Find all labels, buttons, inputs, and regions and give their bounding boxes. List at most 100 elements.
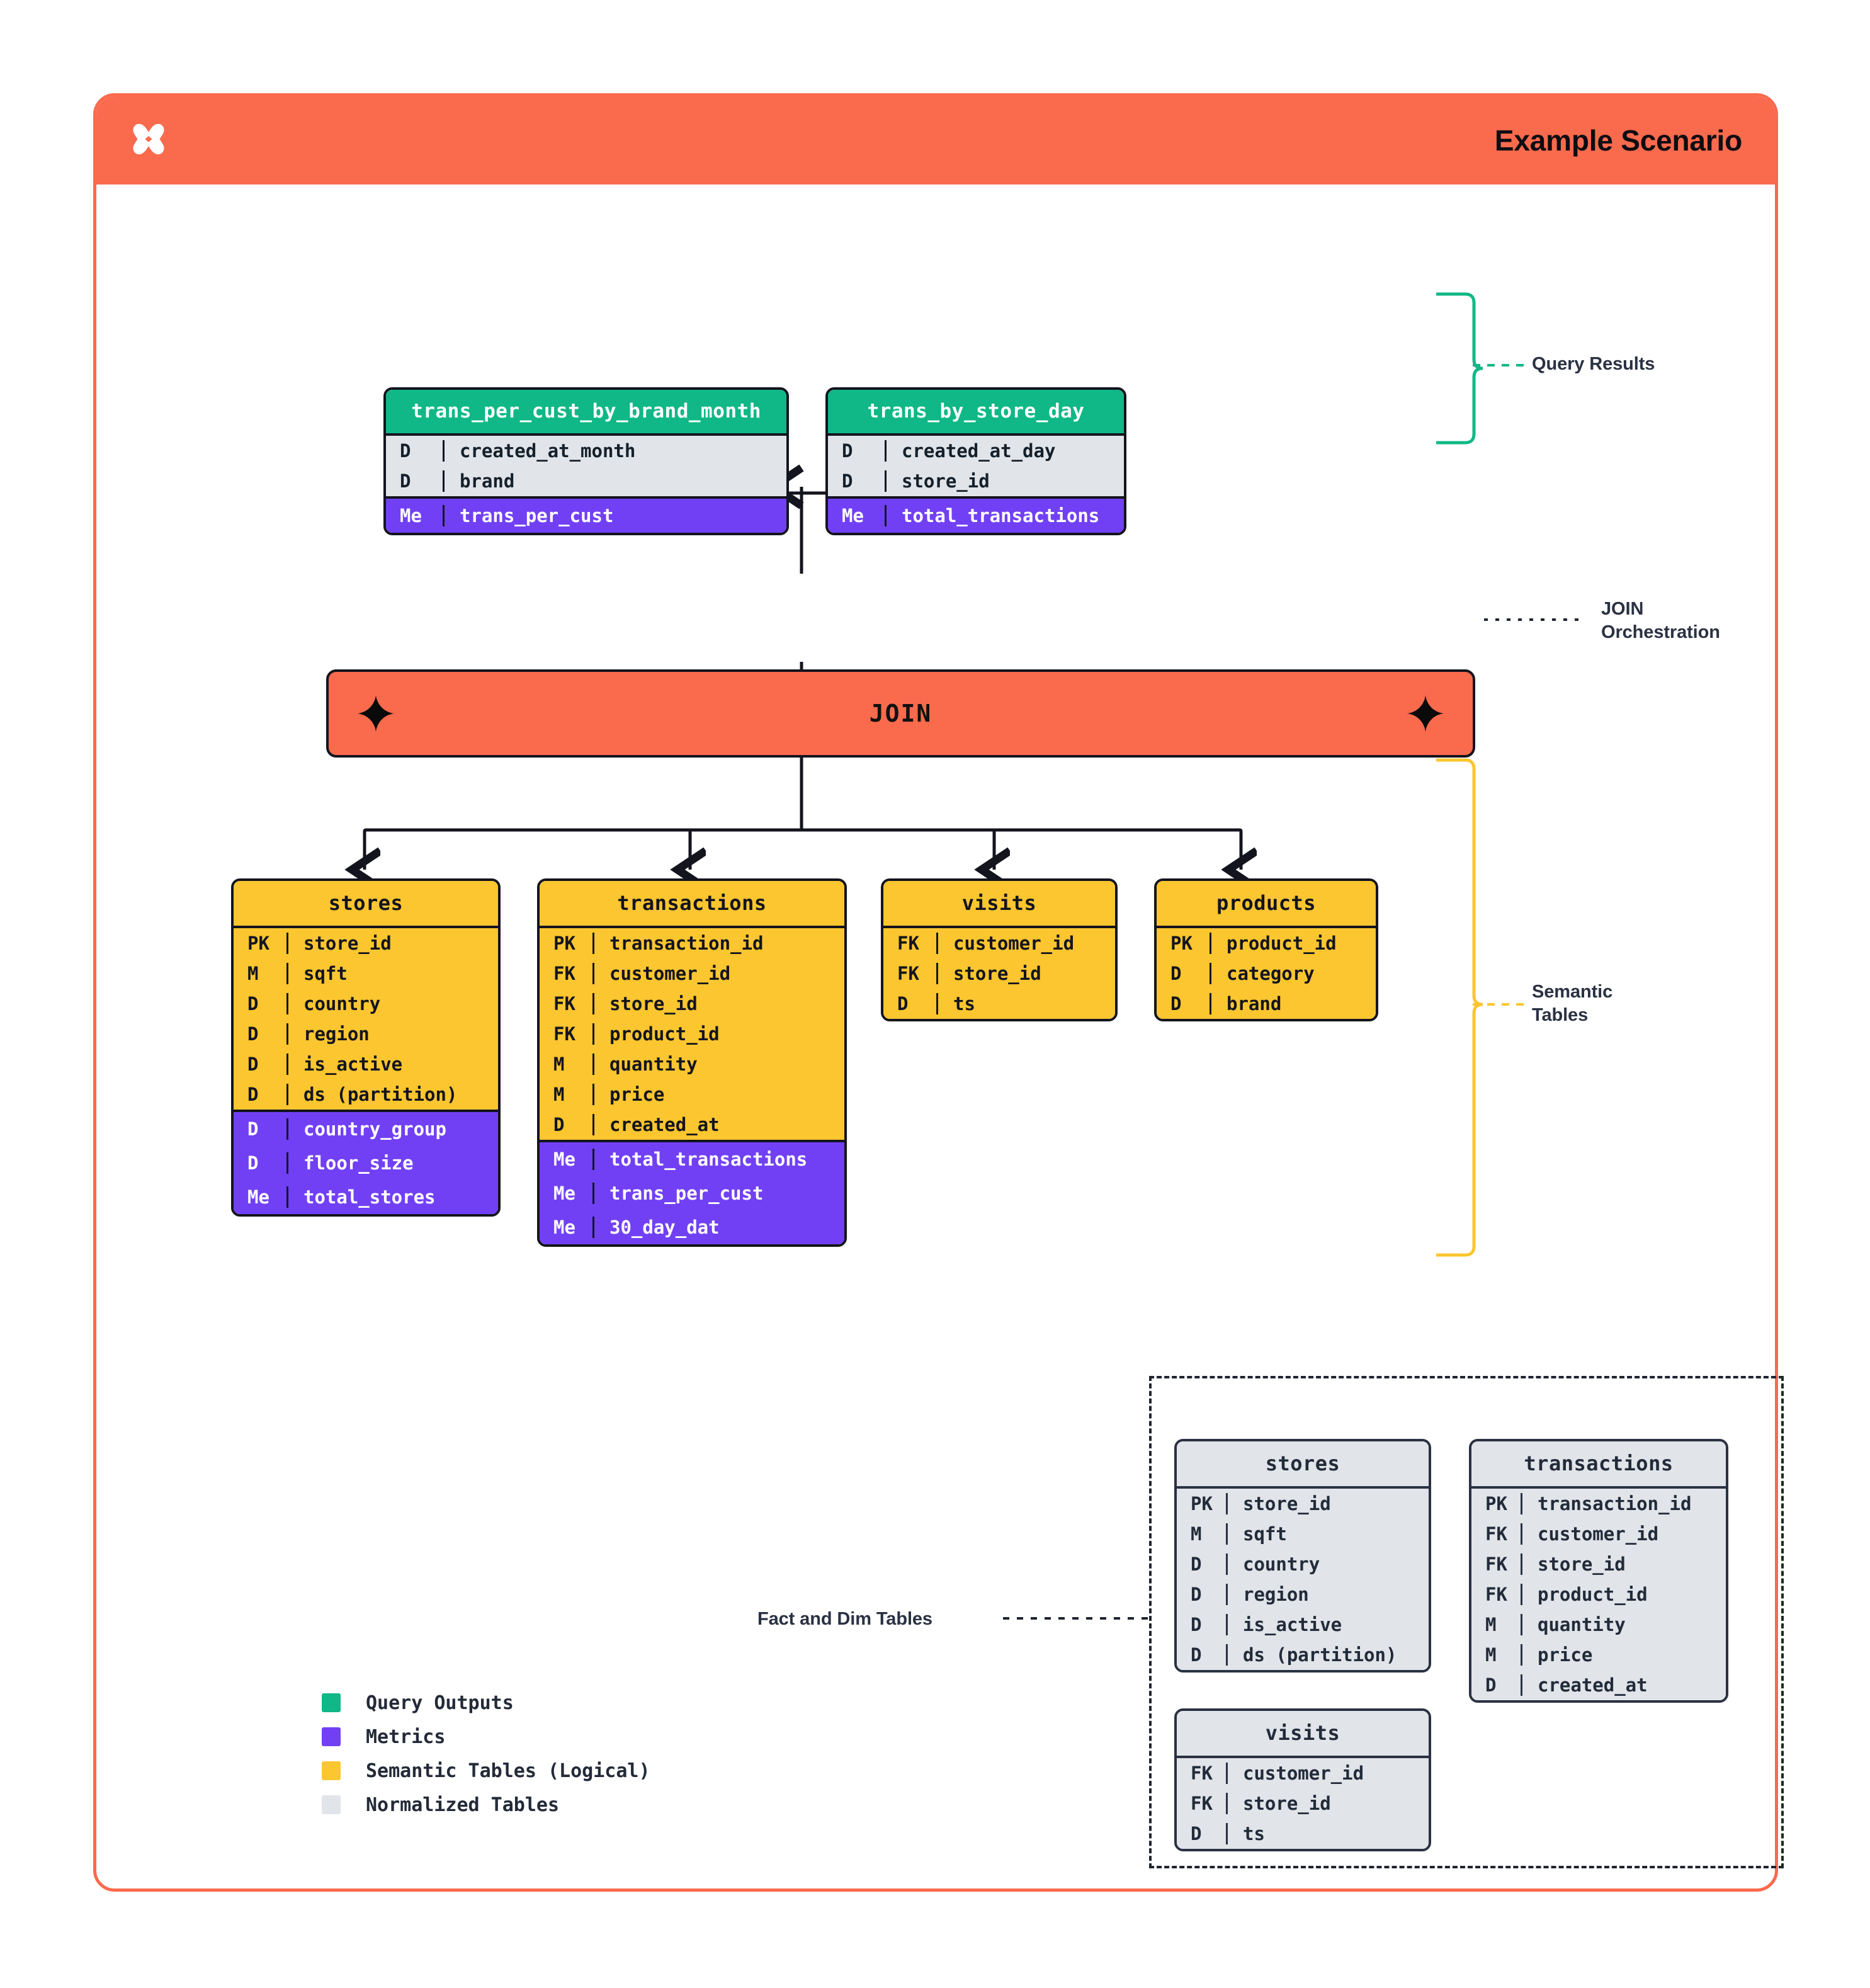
legend-label: Query Outputs: [366, 1691, 514, 1714]
column-field: price: [1521, 1644, 1726, 1666]
column-key: D: [842, 440, 853, 462]
column-key: FK: [1485, 1523, 1507, 1545]
column-field: ds (partition): [286, 1084, 498, 1105]
column-field: price: [592, 1084, 844, 1105]
column-key: D: [842, 470, 853, 492]
annotation-semantic-line2: Tables: [1532, 1005, 1589, 1026]
legend-swatch-metrics: [322, 1727, 341, 1746]
column-key: PK: [1170, 933, 1193, 954]
table-row: FK store_id: [1177, 1788, 1429, 1819]
column-key: M: [553, 1084, 565, 1105]
column-field: created_at_month: [443, 440, 786, 462]
annotation-semantic-line1: Semantic: [1532, 982, 1613, 1002]
column-key: D: [247, 993, 259, 1014]
join-label: JOIN: [869, 700, 932, 727]
column-field: store_id: [286, 933, 498, 954]
table-row: D created_at_day: [828, 436, 1124, 466]
table-row: Me total_transactions: [828, 499, 1124, 533]
table-row: FK product_id: [1471, 1579, 1726, 1610]
table-title: transactions: [540, 881, 844, 926]
table-metrics: Me total_transactions: [828, 496, 1124, 533]
metric-field: trans_per_cust: [592, 1183, 844, 1204]
metric-key: Me: [842, 505, 864, 526]
column-key: D: [1170, 963, 1182, 984]
column-field: product_id: [1521, 1584, 1726, 1605]
fact-and-dim-frame: [1149, 1376, 1784, 1868]
metric-key: Me: [400, 505, 422, 526]
metric-key: Me: [553, 1149, 575, 1170]
legend: Query Outputs Metrics Semantic Tables (L…: [322, 1686, 650, 1822]
metric-key: Me: [553, 1183, 575, 1204]
column-field: transaction_id: [1521, 1493, 1726, 1514]
legend-label: Metrics: [366, 1725, 446, 1748]
metric-field: 30_day_dat: [592, 1217, 844, 1238]
metric-key: D: [247, 1118, 259, 1140]
column-key: D: [247, 1084, 259, 1105]
example-scenario-card: Example Scenario: [93, 93, 1784, 1892]
table-row: PK transaction_id: [1471, 1489, 1726, 1519]
column-field: product_id: [592, 1023, 844, 1045]
column-key: FK: [553, 963, 575, 984]
column-field: category: [1210, 963, 1376, 984]
metric-field: total_transactions: [592, 1149, 844, 1170]
table-row: Me total_stores: [234, 1180, 498, 1214]
fact-and-dim-leader: [1003, 1617, 1150, 1620]
column-field: brand: [443, 470, 786, 492]
metric-key: Me: [247, 1186, 269, 1208]
column-field: created_at_day: [885, 440, 1124, 462]
column-field: is_active: [286, 1054, 498, 1075]
column-field: country: [286, 993, 498, 1014]
query-result-table-1[interactable]: trans_by_store_day D created_at_day D st…: [825, 387, 1126, 535]
column-field: customer_id: [592, 963, 844, 984]
annotation-join-line1: JOIN: [1601, 599, 1644, 619]
column-field: sqft: [1226, 1523, 1429, 1545]
column-key: FK: [897, 933, 919, 954]
metric-field: total_transactions: [885, 505, 1124, 526]
column-field: country: [1226, 1553, 1429, 1575]
column-key: D: [247, 1054, 259, 1075]
column-key: FK: [1191, 1793, 1213, 1814]
column-key: FK: [553, 1023, 575, 1045]
column-field: store_id: [1226, 1793, 1429, 1814]
query-results-leader: [1473, 364, 1527, 366]
join-orchestration-bar[interactable]: JOIN: [326, 669, 1475, 758]
column-key: FK: [1485, 1584, 1507, 1605]
column-field: customer_id: [1521, 1523, 1726, 1545]
column-key: M: [1485, 1614, 1497, 1635]
column-key: PK: [1485, 1493, 1507, 1514]
metric-field: total_stores: [286, 1186, 498, 1208]
table-metrics: Me trans_per_cust: [386, 496, 786, 533]
column-key: M: [247, 963, 259, 984]
column-field: store_id: [885, 470, 1124, 492]
query-result-table-0[interactable]: trans_per_cust_by_brand_month D created_…: [383, 387, 789, 535]
column-key: FK: [553, 993, 575, 1014]
column-key: D: [1191, 1614, 1202, 1635]
column-key: D: [1191, 1553, 1202, 1575]
